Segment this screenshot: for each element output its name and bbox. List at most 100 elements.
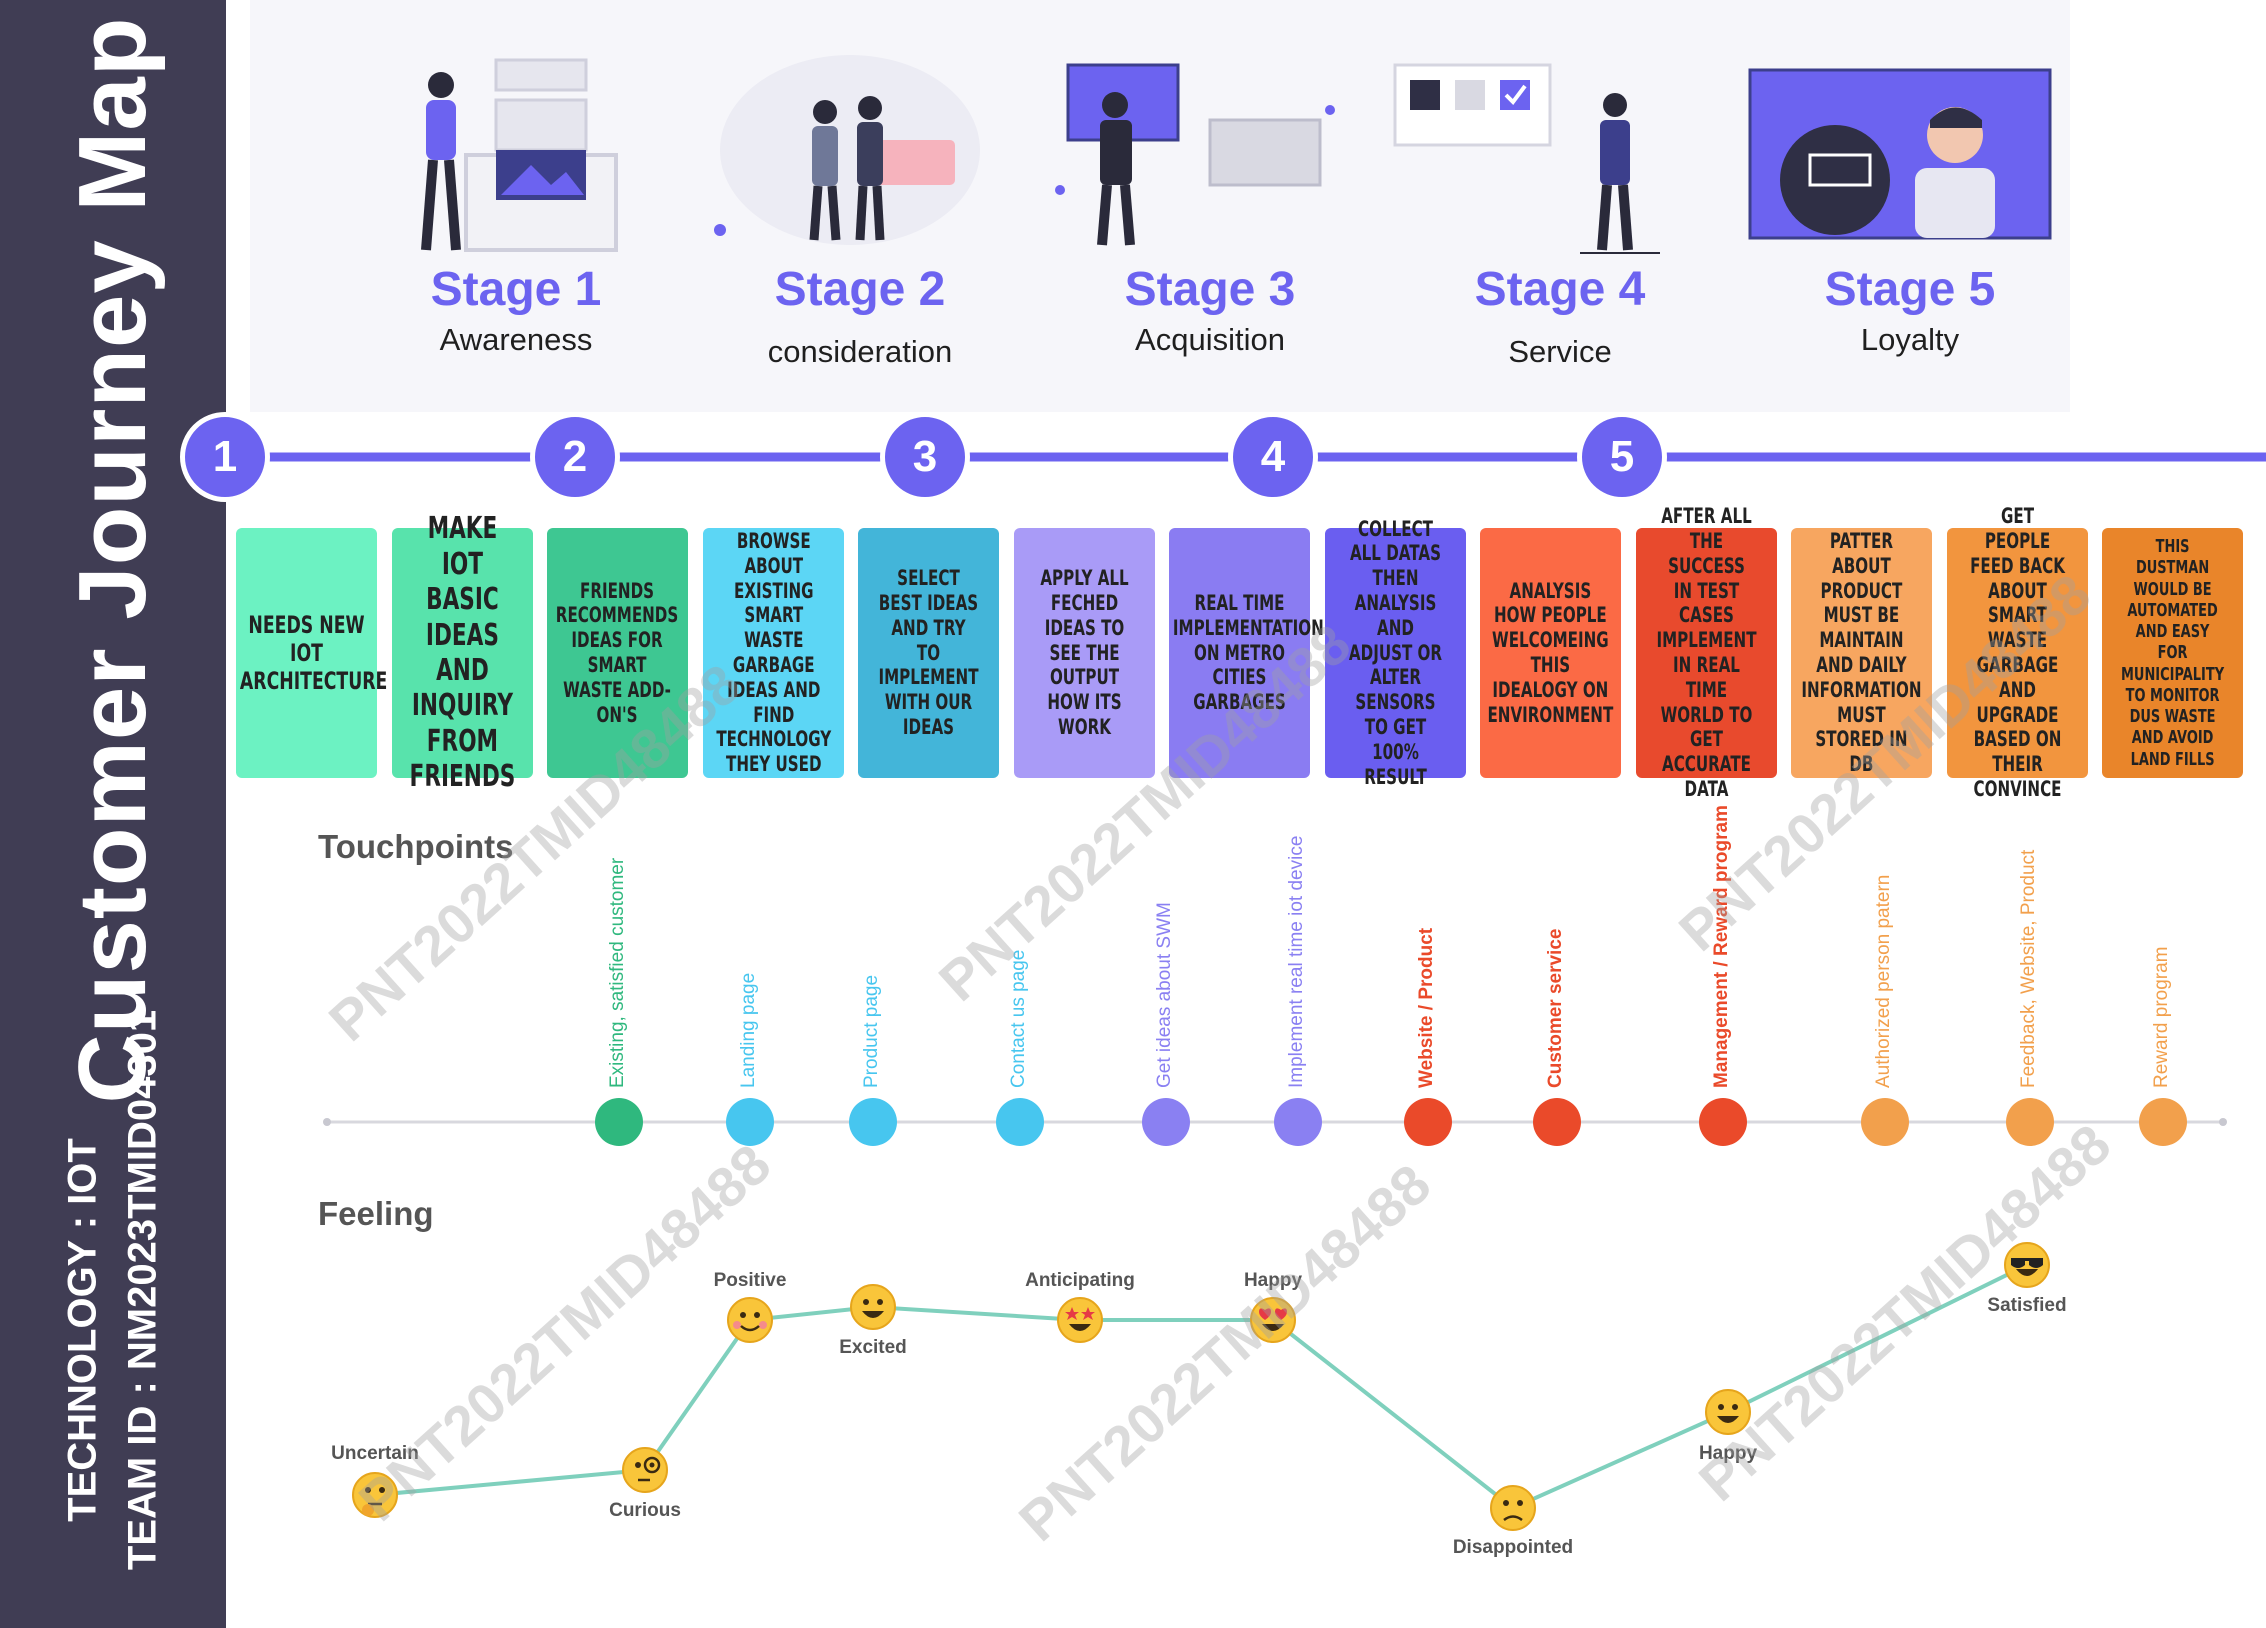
journey-card-12: GET PEOPLE FEED BACK ABOUT SMART WASTE G… xyxy=(1947,504,2088,801)
feeling-label: Excited xyxy=(839,1337,907,1358)
touchpoint-dot xyxy=(1274,1098,1322,1146)
touchpoint-label: Existing, satisfied customer xyxy=(607,857,628,1088)
stage-subtitle: Service xyxy=(1508,334,1612,369)
stage-1: Stage 1 Awareness xyxy=(346,0,686,400)
stage-title: Stage 2 xyxy=(774,263,946,316)
page-title: Customer Journey Map xyxy=(59,16,166,1104)
heart-eyes-face-icon xyxy=(1248,1295,1298,1345)
loyalty-illustration-icon xyxy=(1748,68,2052,240)
journey-card-text: APPLY ALL FECHED IDEAS TO SEE THE OUTPUT… xyxy=(1040,566,1129,739)
journey-card-11: PATTER ABOUT PRODUCT MUST BE MAINTAIN AN… xyxy=(1791,528,1932,778)
touchpoint-dot xyxy=(726,1098,774,1146)
touchpoint-dot xyxy=(1142,1098,1190,1146)
touchpoint-dot xyxy=(595,1098,643,1146)
stage-title: Stage 5 xyxy=(1824,263,1996,316)
acquisition-illustration-icon xyxy=(1055,63,1335,246)
stage-title: Stage 1 xyxy=(430,263,602,316)
smiling-blush-face-icon xyxy=(725,1295,775,1345)
sidebar: Customer Journey Map TECHNOLOGY : IOT TE… xyxy=(0,0,226,1628)
touchpoint-label: Authorized person patern xyxy=(1873,874,1894,1088)
journey-card-1: NEEDS NEW IOT ARCHITECTURE xyxy=(236,528,388,778)
monocle-face-icon xyxy=(620,1445,670,1495)
touchpoint-dot xyxy=(1533,1098,1581,1146)
watermark: PNT2022TMID48488 xyxy=(1006,1152,1443,1553)
star-struck-face-icon xyxy=(1055,1295,1105,1345)
grinning-face-icon xyxy=(1703,1387,1753,1437)
journey-card-text: BROWSE ABOUT EXISTING SMART WASTE GARBAG… xyxy=(716,529,831,777)
stage-3: Stage 3 Acquisition xyxy=(1040,0,1380,400)
touchpoint-label: Management / Reward program xyxy=(1711,805,1732,1088)
touchpoint-label: Website / Product xyxy=(1416,927,1437,1088)
journey-card-10: AFTER ALL THE SUCCESS IN TEST CASES IMPL… xyxy=(1636,504,1777,801)
team-id-label: TEAM ID : NM2023TMID04301 xyxy=(120,1009,165,1571)
stage-title: Stage 3 xyxy=(1124,263,1296,316)
journey-card-text: MAKE IOT BASIC IDEAS AND INQUIRY FROM FR… xyxy=(409,511,516,795)
stage-subtitle: Acquisition xyxy=(1135,322,1285,357)
stage-subtitle: consideration xyxy=(767,334,953,369)
journey-card-text: REAL TIME IMPLEMENTATION ON METRO CITIES… xyxy=(1172,591,1324,715)
journey-card-9: ANALYSIS HOW PEOPLE WELCOMEING THIS IDEA… xyxy=(1480,528,1621,778)
touchpoint-label: Implement real time iot device xyxy=(1286,835,1307,1088)
touchpoints-heading: Touchpoints xyxy=(318,828,514,865)
touchpoint-label: Product page xyxy=(861,974,882,1088)
journey-card-text: GET PEOPLE FEED BACK ABOUT SMART WASTE G… xyxy=(1970,504,2065,801)
touchpoint-dot xyxy=(849,1098,897,1146)
service-illustration-icon xyxy=(1393,63,1660,254)
touchpoint-label: Get ideas about SWM xyxy=(1154,902,1175,1088)
journey-card-4: BROWSE ABOUT EXISTING SMART WASTE GARBAG… xyxy=(703,528,844,778)
journey-card-text: FRIENDS RECOMMENDS IDEAS FOR SMART WASTE… xyxy=(556,578,679,727)
touchpoint-dot xyxy=(996,1098,1044,1146)
thinking-face-icon xyxy=(350,1470,400,1520)
journey-card-8: COLLECT ALL DATAS THEN ANALYSIS AND ADJU… xyxy=(1325,517,1466,789)
journey-card-text: COLLECT ALL DATAS THEN ANALYSIS AND ADJU… xyxy=(1348,516,1443,789)
touchpoint-label: Reward program xyxy=(2151,946,2172,1089)
journey-card-text: ANALYSIS HOW PEOPLE WELCOMEING THIS IDEA… xyxy=(1487,578,1614,727)
stage-4: Stage 4 Service xyxy=(1390,0,1730,400)
journey-card-text: PATTER ABOUT PRODUCT MUST BE MAINTAIN AN… xyxy=(1801,529,1922,777)
touchpoint-dot xyxy=(2006,1098,2054,1146)
journey-card-5: SELECT BEST IDEAS AND TRY TO IMPLEMENT W… xyxy=(858,528,999,778)
step-1-marker: 1 xyxy=(180,412,270,502)
touchpoint-label: Landing page xyxy=(738,972,759,1088)
journey-card-text: THIS DUSTMAN WOULD BE AUTOMATED AND EASY… xyxy=(2120,536,2225,770)
feeling-label: Curious xyxy=(609,1500,681,1521)
journey-card-6: APPLY ALL FECHED IDEAS TO SEE THE OUTPUT… xyxy=(1014,528,1155,778)
feeling-label: Happy xyxy=(1698,1443,1758,1464)
step-4-marker: 4 xyxy=(1228,412,1318,502)
stage-subtitle: Awareness xyxy=(439,322,593,357)
awareness-illustration-icon xyxy=(421,58,618,252)
touchpoint-dot xyxy=(1404,1098,1452,1146)
feeling-label: Disappointed xyxy=(1452,1537,1574,1558)
journey-card-13: THIS DUSTMAN WOULD BE AUTOMATED AND EASY… xyxy=(2102,528,2243,778)
stage-5: Stage 5 Loyalty xyxy=(1740,0,2080,400)
step-3-marker: 3 xyxy=(880,412,970,502)
disappointed-face-icon xyxy=(1488,1483,1538,1533)
journey-card-text: SELECT BEST IDEAS AND TRY TO IMPLEMENT W… xyxy=(878,566,979,739)
touchpoint-label: Feedback, Website, Product xyxy=(2018,849,2039,1088)
feeling-label: Satisfied xyxy=(1987,1295,2067,1316)
journey-card-7: REAL TIME IMPLEMENTATION ON METRO CITIES… xyxy=(1169,528,1324,778)
feeling-label: Uncertain xyxy=(331,1443,419,1464)
journey-card-3: FRIENDS RECOMMENDS IDEAS FOR SMART WASTE… xyxy=(547,528,688,778)
feeling-label: Happy xyxy=(1243,1270,1303,1291)
step-2-marker: 2 xyxy=(530,412,620,502)
touchpoint-label: Contact us page xyxy=(1008,949,1029,1088)
consideration-illustration-icon xyxy=(714,55,980,245)
feeling-label: Anticipating xyxy=(1025,1270,1135,1291)
feeling-label: Positive xyxy=(713,1270,787,1291)
watermark: PNT2022TMID48488 xyxy=(346,1132,783,1533)
stage-2: Stage 2 consideration xyxy=(690,0,1030,400)
stage-title: Stage 4 xyxy=(1474,263,1646,316)
journey-card-text: AFTER ALL THE SUCCESS IN TEST CASES IMPL… xyxy=(1656,504,1757,801)
sunglasses-face-icon xyxy=(2002,1240,2052,1290)
stage-subtitle: Loyalty xyxy=(1860,322,1960,357)
journey-card-2: MAKE IOT BASIC IDEAS AND INQUIRY FROM FR… xyxy=(392,511,533,794)
feeling-heading: Feeling xyxy=(318,1195,434,1232)
journey-card-text: NEEDS NEW IOT ARCHITECTURE xyxy=(239,610,388,696)
touchpoint-dot xyxy=(2139,1098,2187,1146)
step-5-marker: 5 xyxy=(1577,412,1667,502)
touchpoint-label: Customer service xyxy=(1545,928,1566,1088)
touchpoint-dot xyxy=(1699,1098,1747,1146)
technology-label: TECHNOLOGY : IOT xyxy=(60,1138,105,1522)
touchpoint-dot xyxy=(1861,1098,1909,1146)
